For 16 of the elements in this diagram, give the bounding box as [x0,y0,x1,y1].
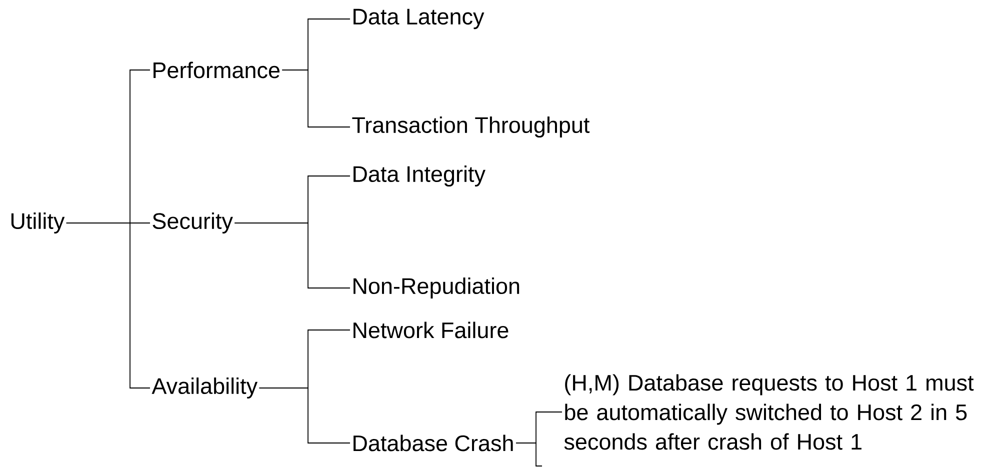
connector-line [234,222,350,288]
tree-label: Performance [154,62,280,78]
connector-line [516,442,542,466]
tree-label: Database Crash [354,434,513,452]
scenario-text: (H,M) Database requests to Host 1 must be automatically switched to Host 2 in 5 seconds after crash of Host 1 [564,374,974,450]
tree-label: Data Latency [354,8,484,30]
tree-label: Transaction Throughput [352,116,590,138]
tree-label: Utility [11,212,65,234]
tree-label: Network Failure [354,322,508,338]
tree-label: Security [152,212,233,234]
tree-label: Non-Repudiation [354,278,520,298]
connector-line [282,70,350,128]
connector-line [66,222,150,388]
tree-label: Availability [152,378,258,398]
tree-label: Data Integrity [354,166,486,186]
connector-line [258,388,350,444]
